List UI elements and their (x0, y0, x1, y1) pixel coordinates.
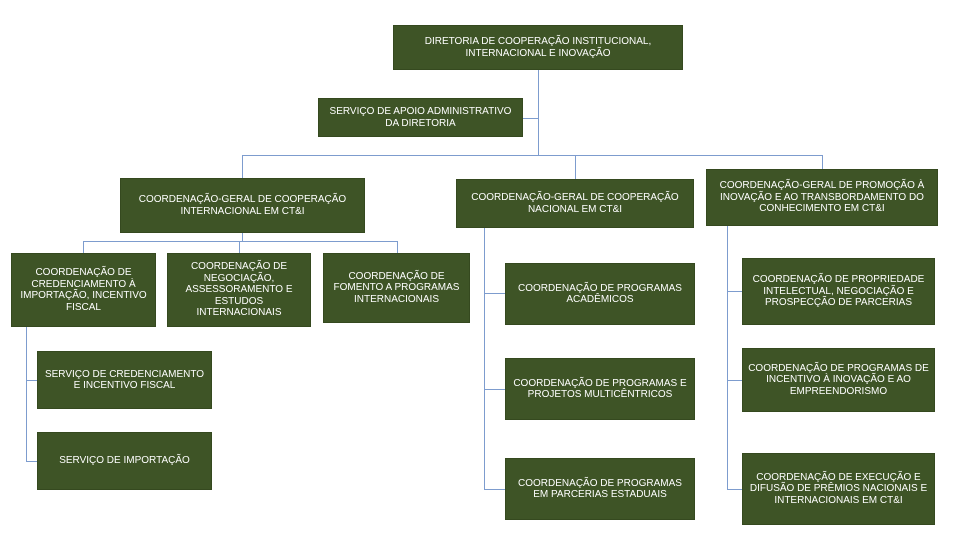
org-node-programas-parcerias-estaduais: COORDENAÇÃO DE PROGRAMAS EM PARCERIAS ES… (505, 458, 695, 520)
connector-drop-credenciamento (83, 241, 84, 253)
connector-stub-execucao (727, 489, 742, 490)
connector-drop-fomento (397, 241, 398, 253)
org-node-diretoria: DIRETORIA DE COOPERAÇÃO INSTITUCIONAL, I… (393, 25, 683, 70)
connector-drop-cg-internacional (242, 155, 243, 178)
connector-drop-cg-promocao (822, 155, 823, 169)
connector-bar-left (83, 241, 397, 242)
connector-trunk-mid (484, 228, 485, 489)
org-node-cg-promocao-inovacao: COORDENAÇÃO-GERAL DE PROMOÇÃO À INOVAÇÃO… (706, 169, 938, 226)
org-node-servico-importacao: SERVIÇO DE IMPORTAÇÃO (37, 432, 212, 490)
connector-stub-servico-importacao (26, 461, 37, 462)
org-node-programas-multicentricos: COORDENAÇÃO DE PROGRAMAS E PROJETOS MULT… (505, 358, 695, 420)
connector-stub-incentivo (727, 380, 742, 381)
connector-trunk-left (242, 233, 243, 241)
org-node-cg-cooperacao-internacional: COORDENAÇÃO-GERAL DE COOPERAÇÃO INTERNAC… (120, 178, 365, 233)
connector-stub-parcerias (484, 489, 505, 490)
connector-drop-cg-nacional (575, 155, 576, 179)
connector-stub-propriedade (727, 291, 742, 292)
connector-stub-servico-apoio (523, 118, 538, 119)
org-node-execucao-difusao-premios: COORDENAÇÃO DE EXECUÇÃO E DIFUSÃO DE PRÊ… (742, 453, 935, 525)
connector-bar-main (242, 155, 822, 156)
connector-stub-multicentricos (484, 389, 505, 390)
org-node-servico-credenciamento: SERVIÇO DE CREDENCIAMENTO E INCENTIVO FI… (37, 351, 212, 409)
org-node-propriedade-intelectual: COORDENAÇÃO DE PROPRIEDADE INTELECTUAL, … (742, 258, 935, 325)
connector-drop-negociacao (239, 241, 240, 253)
org-node-coord-credenciamento-importacao: COORDENAÇÃO DE CREDENCIAMENTO À IMPORTAÇ… (11, 253, 156, 327)
org-node-coord-fomento-programas: COORDENAÇÃO DE FOMENTO A PROGRAMAS INTER… (323, 253, 470, 323)
org-node-incentivo-inovacao-empreendorismo: COORDENAÇÃO DE PROGRAMAS DE INCENTIVO À … (742, 348, 935, 412)
connector-trunk-right (727, 226, 728, 489)
connector-trunk-top (538, 70, 539, 155)
org-node-servico-apoio-administrativo: SERVIÇO DE APOIO ADMINISTRATIVO DA DIRET… (318, 98, 523, 137)
org-node-cg-cooperacao-nacional: COORDENAÇÃO-GERAL DE COOPERAÇÃO NACIONAL… (456, 179, 694, 228)
org-node-coord-negociacao-assessoramento: COORDENAÇÃO DE NEGOCIAÇÃO, ASSESSORAMENT… (167, 253, 311, 327)
connector-trunk-servicos (26, 327, 27, 461)
connector-stub-academicos (484, 293, 505, 294)
org-node-programas-academicos: COORDENAÇÃO DE PROGRAMAS ACADÊMICOS (505, 263, 695, 325)
connector-stub-servico-credenciamento (26, 380, 37, 381)
